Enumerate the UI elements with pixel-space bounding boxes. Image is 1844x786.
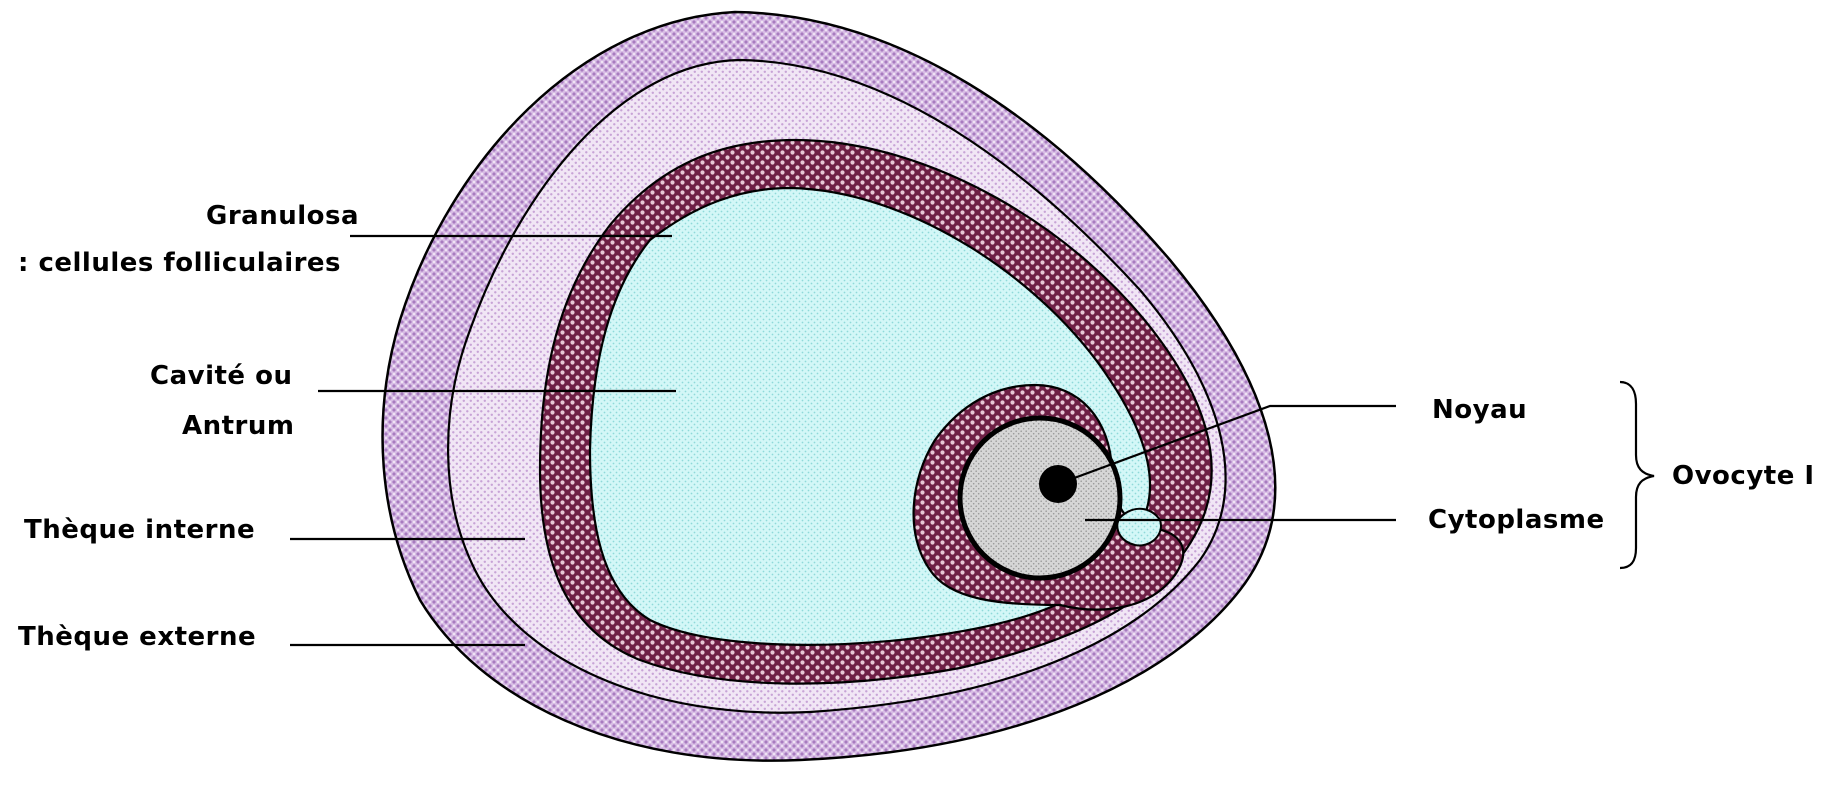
label-cavite: Cavité ou — [150, 361, 292, 391]
label-antrum: Antrum — [182, 411, 294, 441]
label-cytoplasme: Cytoplasme — [1428, 505, 1605, 535]
label-theque-interne: Thèque interne — [24, 515, 255, 545]
cytoplasme-circle — [960, 418, 1120, 578]
label-granulosa: Granulosa — [206, 201, 359, 231]
ovocyte-brace — [1620, 382, 1654, 568]
cumulus-notch — [1117, 509, 1161, 546]
label-cellules-folliculaires: : cellules folliculaires — [18, 248, 341, 278]
label-theque-externe: Thèque externe — [18, 622, 256, 652]
label-ovocyte: Ovocyte I — [1672, 461, 1815, 491]
label-noyau: Noyau — [1432, 395, 1527, 425]
